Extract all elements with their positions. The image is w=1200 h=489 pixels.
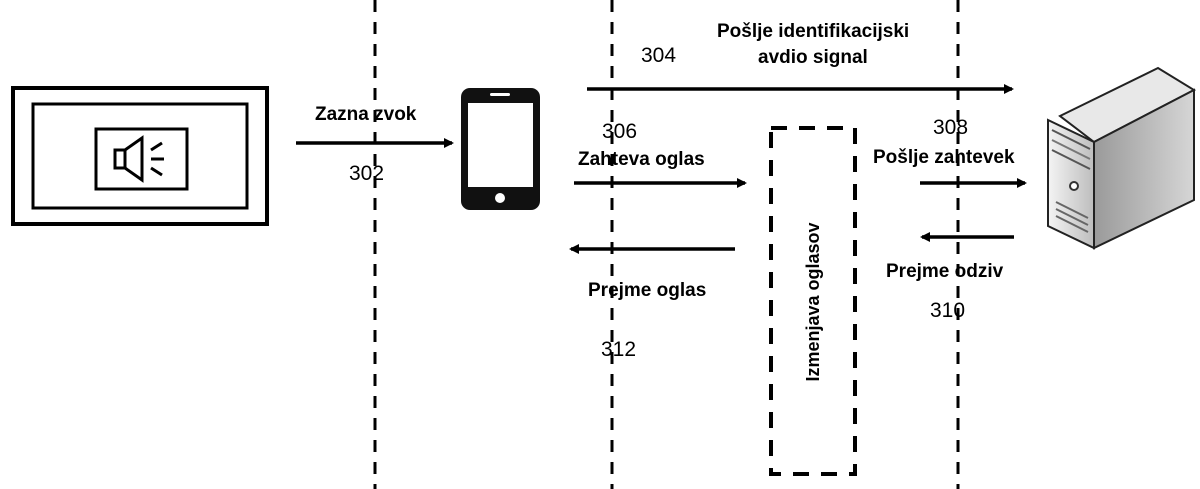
tv-speaker-icon	[11, 86, 269, 226]
label-receive-ad: Prejme oglas	[588, 280, 706, 301]
number-310: 310	[930, 299, 965, 322]
label-detect-sound: Zazna zvok	[315, 104, 417, 125]
label-send-id-signal-line2: avdio signal	[758, 47, 868, 68]
label-send-request: Pošlje zahtevek	[873, 147, 1015, 168]
number-302: 302	[349, 162, 384, 185]
label-receive-response: Prejme odziv	[886, 261, 1004, 282]
smartphone-icon	[461, 88, 540, 210]
label-send-id-signal-line1: Pošlje identifikacijski	[717, 21, 909, 42]
label-request-ad: Zahteva oglas	[578, 149, 705, 170]
speaker-icon	[113, 135, 164, 183]
number-308: 308	[933, 116, 968, 139]
server-icon	[1047, 66, 1197, 250]
number-312: 312	[601, 338, 636, 361]
number-306: 306	[602, 120, 637, 143]
number-304: 304	[641, 44, 676, 67]
ad-exchange-label: Izmenjava oglasov	[803, 222, 823, 381]
ad-exchange-box	[769, 126, 857, 476]
